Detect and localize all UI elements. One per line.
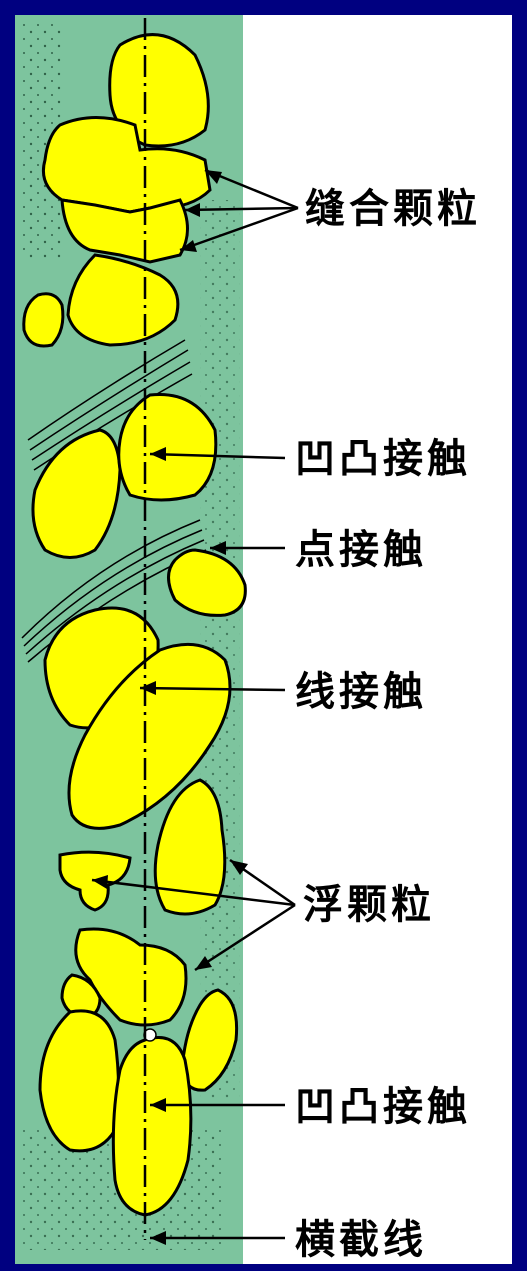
- label-concavo-convex-top: 凹凸接触: [295, 435, 471, 482]
- label-sutured-grains: 缝合颗粒: [305, 185, 481, 232]
- label-line-contact: 线接触: [295, 668, 427, 715]
- label-point-contact: 点接触: [295, 526, 427, 573]
- label-traverse-line: 横截线: [295, 1216, 427, 1263]
- grain: [24, 294, 63, 346]
- grain: [119, 394, 216, 500]
- label-concavo-convex-bottom: 凹凸接触: [295, 1083, 471, 1130]
- label-floating-grains: 浮颗粒: [303, 881, 435, 928]
